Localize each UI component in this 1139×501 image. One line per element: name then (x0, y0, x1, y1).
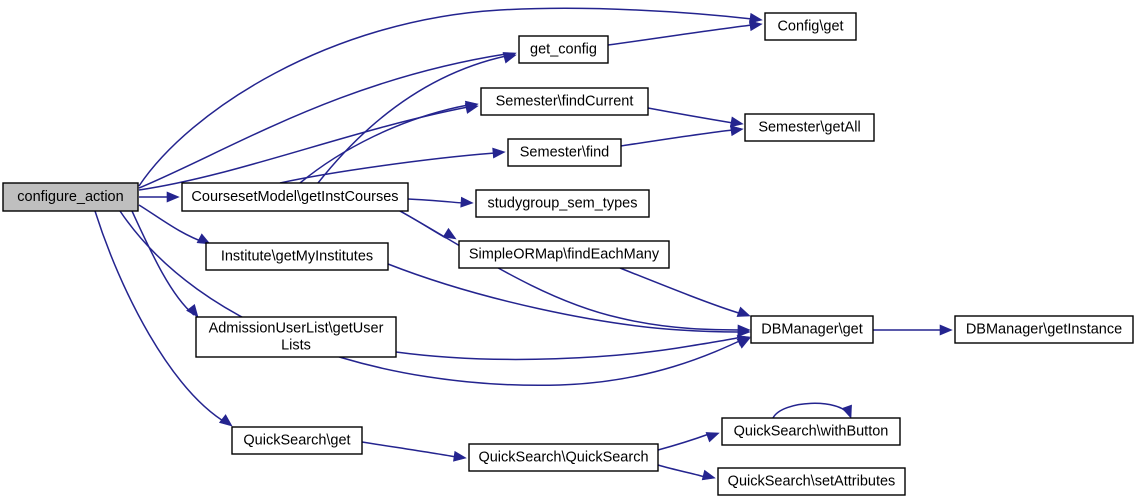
edge-admissionuserlist_getuserlists-to-dbmanager_get (395, 336, 743, 361)
arrowhead-coursesetmodel->semester_findcurrent (464, 100, 479, 112)
arrowheads-layer (166, 12, 953, 481)
node-box-quicksearch_setattributes[interactable] (717, 467, 906, 496)
edge-quicksearch_withbutton-to-quicksearch_withbutton (772, 402, 850, 419)
node-label-studygroup_sem_types: studygroup_sem_types (488, 195, 638, 211)
node-label-dbmanager_get: DBManager\get (761, 321, 863, 337)
node-label-configure_action: configure_action (17, 189, 123, 205)
node-label-quicksearch_setattributes: QuickSearch\setAttributes (728, 473, 896, 489)
node-quicksearch_withbutton[interactable]: QuickSearch\withButton (721, 417, 901, 446)
node-box-config_get[interactable] (764, 12, 857, 41)
node-label-admissionuserlist_getuserlists: Lists (281, 337, 311, 353)
arrowhead-configure_action->admission (186, 303, 199, 318)
edge-institute_getmyinstitutes-to-dbmanager_get (387, 263, 740, 333)
node-box-simpleormap_findeachmany[interactable] (458, 240, 670, 269)
edge-configure_action-to-get_config (138, 53, 507, 189)
edge-configure_action-to-dbmanager_get (119, 210, 749, 387)
node-semester_findcurrent[interactable]: Semester\findCurrent (480, 87, 649, 116)
node-config_get[interactable]: Config\get (764, 12, 857, 41)
node-get_config[interactable]: get_config (518, 35, 609, 64)
node-semester_find[interactable]: Semester\find (507, 138, 622, 167)
arrowhead-quicksearch->withbutton (705, 432, 720, 443)
edge-quicksearch_get-to-quicksearch_quicksearch (361, 441, 457, 458)
node-institute_getmyinstitutes[interactable]: Institute\getMyInstitutes (205, 242, 389, 271)
arrowhead-get_config->config_get (749, 20, 763, 32)
node-box-quicksearch_withbutton[interactable] (721, 417, 901, 446)
edge-coursesetmodel_getinstcourses-to-get_config (317, 55, 507, 184)
arrowhead-coursesetmodel->studygroup (460, 196, 474, 208)
node-box-dbmanager_getinstance[interactable] (954, 315, 1134, 344)
arrowhead-coursesetmodel->get_config (502, 52, 517, 64)
arrowhead-institute->dbmanager_get (737, 326, 751, 338)
edge-configure_action-to-admissionuserlist_getuserlists (131, 210, 195, 316)
node-box-quicksearch_quicksearch[interactable] (468, 443, 659, 472)
node-simpleormap_findeachmany[interactable]: SimpleORMap\findEachMany (458, 240, 670, 269)
arrowhead-withbutton->withbutton (841, 404, 852, 419)
edge-configure_action-to-config_get (138, 7, 753, 187)
node-quicksearch_quicksearch[interactable]: QuickSearch\QuickSearch (468, 443, 659, 472)
node-label-admissionuserlist_getuserlists: AdmissionUserList\getUser (209, 320, 384, 336)
arrowhead-coursesetmodel->semester_find (492, 147, 506, 159)
node-box-semester_find[interactable] (507, 138, 622, 167)
node-box-dbmanager_get[interactable] (750, 315, 874, 344)
node-label-get_config: get_config (530, 41, 597, 57)
node-box-studygroup_sem_types[interactable] (475, 189, 650, 218)
node-label-semester_findcurrent: Semester\findCurrent (496, 93, 634, 109)
edge-coursesetmodel_getinstcourses-to-studygroup_sem_types (407, 198, 464, 204)
node-quicksearch_setattributes[interactable]: QuickSearch\setAttributes (717, 467, 906, 496)
arrowhead-admission->dbmanager_get (736, 335, 751, 346)
edge-get_config-to-config_get (607, 24, 753, 46)
edge-simpleormap_findeachmany-to-dbmanager_get (619, 267, 743, 315)
node-label-quicksearch_quicksearch: QuickSearch\QuickSearch (478, 449, 648, 465)
arrowhead-configure_action->coursesetmodel (166, 191, 180, 203)
node-box-semester_getall[interactable] (744, 113, 875, 142)
node-box-get_config[interactable] (518, 35, 609, 64)
node-label-dbmanager_getinstance: DBManager\getInstance (966, 321, 1122, 337)
arrowhead-semester_findcurrent->getall (729, 116, 744, 128)
node-quicksearch_get[interactable]: QuickSearch\get (231, 426, 363, 455)
edge-coursesetmodel_getinstcourses-to-semester_findcurrent (299, 104, 469, 184)
arrowhead-configure_action->quicksearch_get (218, 414, 233, 427)
node-label-semester_find: Semester\find (520, 144, 609, 160)
arrowhead-quicksearch->setattributes (701, 469, 716, 481)
arrowhead-dbmanager_get->getinstance (939, 324, 953, 336)
node-box-quicksearch_get[interactable] (231, 426, 363, 455)
edge-semester_find-to-semester_getall (620, 129, 734, 147)
node-label-quicksearch_get: QuickSearch\get (243, 432, 350, 448)
arrowhead-coursesetmodel->simpleormap (442, 227, 457, 240)
node-semester_getall[interactable]: Semester\getAll (744, 113, 875, 142)
node-label-semester_getall: Semester\getAll (758, 119, 860, 135)
node-coursesetmodel_getinstcourses[interactable]: CoursesetModel\getInstCourses (181, 182, 409, 212)
node-box-institute_getmyinstitutes[interactable] (205, 242, 389, 271)
node-box-configure_action[interactable] (2, 182, 139, 212)
edges-layer (94, 7, 942, 478)
arrowhead-quicksearch_get->quicksearch (453, 450, 467, 462)
arrowhead-semester_find->getall (730, 125, 744, 137)
node-label-institute_getmyinstitutes: Institute\getMyInstitutes (221, 248, 373, 264)
edge-configure_action-to-quicksearch_get (94, 210, 229, 425)
node-configure_action[interactable]: configure_action (2, 182, 139, 212)
arrowhead-simpleormap->dbmanager_get (736, 306, 751, 317)
nodes-layer: configure_action Config\get get_configSeme… (2, 12, 1134, 496)
edge-coursesetmodel_getinstcourses-to-dbmanager_get (399, 210, 749, 331)
edge-coursesetmodel_getinstcourses-to-semester_find (279, 152, 496, 184)
node-label-simpleormap_findeachmany: SimpleORMap\findEachMany (469, 246, 660, 262)
node-box-admissionuserlist_getuserlists[interactable] (195, 316, 397, 358)
arrowhead-configure_action->config_get (749, 12, 763, 24)
node-box-coursesetmodel_getinstcourses[interactable] (181, 182, 409, 212)
edge-quicksearch_quicksearch-to-quicksearch_withbutton (657, 433, 710, 451)
edge-quicksearch_quicksearch-to-quicksearch_setattributes (657, 464, 706, 478)
node-studygroup_sem_types[interactable]: studygroup_sem_types (475, 189, 650, 218)
node-label-quicksearch_withbutton: QuickSearch\withButton (734, 423, 889, 439)
node-dbmanager_getinstance[interactable]: DBManager\getInstance (954, 315, 1134, 344)
node-label-coursesetmodel_getinstcourses: CoursesetModel\getInstCourses (191, 189, 398, 205)
node-dbmanager_get[interactable]: DBManager\get (750, 315, 874, 344)
node-label-config_get: Config\get (777, 18, 843, 34)
node-box-semester_findcurrent[interactable] (480, 87, 649, 116)
arrowhead-configure_action->institute (196, 233, 211, 245)
edge-semester_findcurrent-to-semester_getall (647, 107, 734, 124)
